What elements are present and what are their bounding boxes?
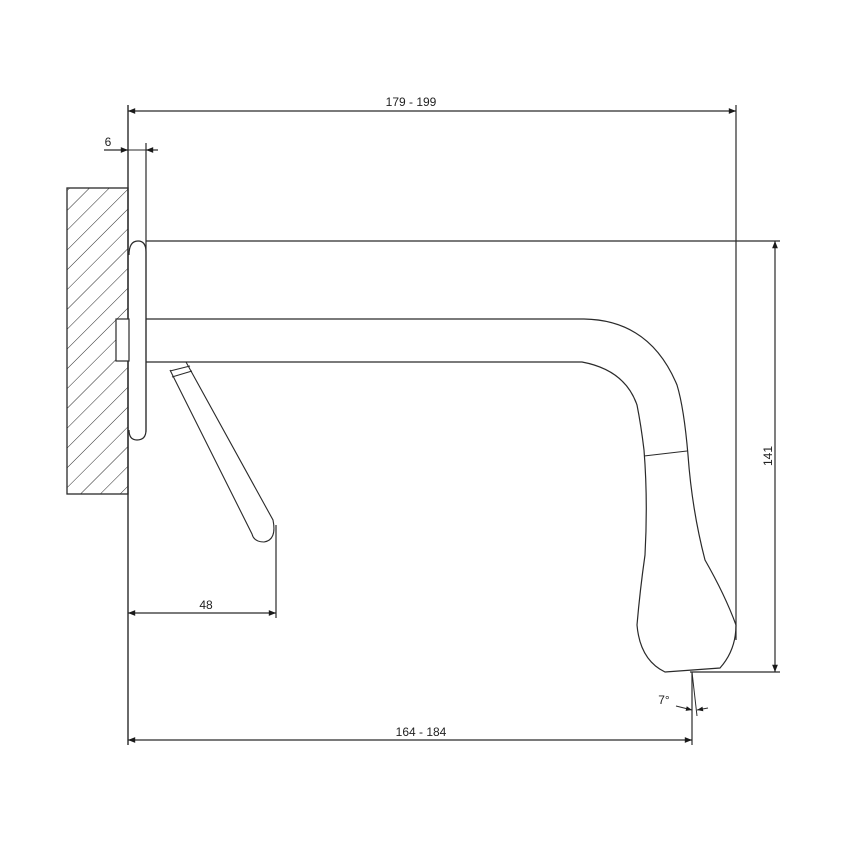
mounting-nub: [115, 318, 130, 362]
dim-lever-reach: 48: [127, 525, 277, 618]
dim-height: 141: [146, 240, 780, 673]
dim-height-label: 141: [761, 446, 775, 466]
dim-spout-reach-label: 164 - 184: [396, 725, 447, 739]
dim-outlet-angle: 7°: [658, 671, 709, 717]
lever-handle: [164, 361, 275, 543]
dim-spout-reach: 164 - 184: [127, 672, 693, 745]
dim-plate-thickness-label: 6: [105, 135, 112, 149]
dim-overall-top: 179 - 199: [127, 95, 737, 640]
cover-plate: [128, 143, 147, 441]
spout: [146, 318, 737, 673]
dim-outlet-angle-label: 7°: [658, 693, 670, 707]
dim-overall-top-label: 179 - 199: [386, 95, 437, 109]
dim-lever-reach-label: 48: [199, 598, 213, 612]
dim-plate-thickness: 6: [104, 135, 158, 153]
